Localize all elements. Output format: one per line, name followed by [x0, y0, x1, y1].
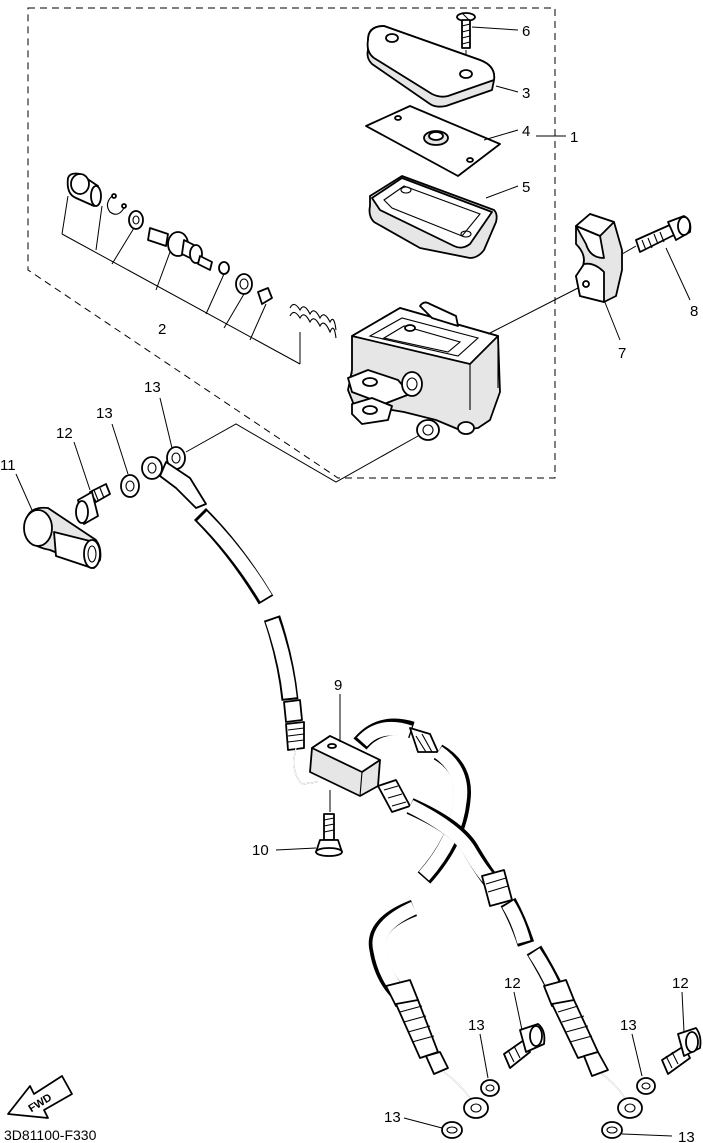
callout-13-top-left: 13	[96, 405, 113, 422]
part-13-washer-lower-a	[480, 1079, 500, 1097]
part-12-union-bolt-top	[75, 483, 111, 525]
upper-brake-hose	[193, 507, 319, 785]
part-13-washer-bottom-b	[601, 1121, 623, 1139]
callout-2: 2	[158, 321, 166, 338]
part-13-washer-bottom-a	[441, 1121, 463, 1139]
callout-leaders	[15, 26, 691, 1137]
callout-12-top: 12	[56, 425, 73, 442]
part-2-leader	[61, 195, 301, 365]
part-6-screw	[456, 12, 476, 49]
callout-13-lower-right: 13	[620, 1017, 637, 1034]
callout-12-lower-right: 12	[672, 975, 689, 992]
callout-6: 6	[522, 23, 530, 40]
assembly-boundary-dashed	[27, 7, 556, 479]
callout-8: 8	[690, 303, 698, 320]
fwd-arrow-icon: FWD	[7, 1075, 73, 1119]
part-5-diaphragm-gasket	[368, 175, 498, 259]
callout-13-top-right: 13	[144, 379, 161, 396]
part-12-union-bolt-lower-right	[661, 1027, 702, 1075]
part-12-union-bolt-lower-left	[503, 1023, 546, 1069]
callout-13-bottom-left: 13	[384, 1109, 401, 1126]
part-10-bolt	[315, 813, 343, 857]
part-9-hose-joint	[309, 735, 381, 797]
callout-labels: 6 3 4 1 5 8 7 2 13 13 12 11 9 10 12 12 1…	[0, 23, 698, 1143]
part-8-clamp-bolt	[635, 215, 692, 253]
callout-12-lower-left: 12	[504, 975, 521, 992]
part-3-reservoir-cap	[366, 25, 496, 108]
callout-3: 3	[522, 85, 530, 102]
part-2-piston-kit	[66, 172, 337, 339]
callout-13-lower-left: 13	[468, 1017, 485, 1034]
part-7-holder-clamp	[575, 213, 623, 303]
callout-5: 5	[522, 179, 530, 196]
callout-7: 7	[618, 345, 626, 362]
callout-11: 11	[0, 457, 16, 474]
part-13-washer-lower-b	[636, 1077, 656, 1095]
callout-13-bottom-right: 13	[678, 1129, 695, 1143]
part-4-diaphragm-plate	[365, 105, 501, 177]
drawing-code: 3D81100-F330	[4, 1127, 97, 1143]
callout-1: 1	[570, 129, 578, 146]
lower-brake-hoses	[353, 718, 643, 1119]
callout-4: 4	[522, 123, 530, 140]
callout-9: 9	[334, 677, 342, 694]
master-cylinder-body	[347, 301, 501, 441]
upper-hose-banjo-fitting	[141, 456, 207, 509]
callout-10: 10	[252, 842, 269, 859]
part-13-washer-top-left	[120, 474, 140, 498]
part-11-banjo-cover	[23, 506, 102, 569]
